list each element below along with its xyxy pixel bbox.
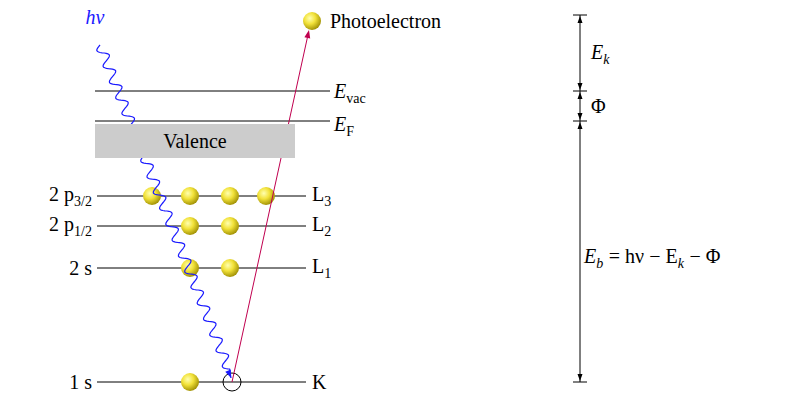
photon-arrowhead (225, 370, 231, 379)
subscript: F (346, 124, 354, 139)
l2-level (97, 226, 306, 227)
fermi-level (95, 121, 330, 122)
orbital-label: 2 p1/2 (49, 213, 92, 239)
label-text: Φ (591, 95, 606, 117)
shell-label: L1 (312, 255, 331, 281)
label-text: L (312, 213, 324, 235)
valence-band: Valence (95, 124, 295, 158)
label-text: 2 p (49, 183, 74, 205)
vacuum-level (95, 91, 330, 92)
subscript: 3 (324, 194, 331, 209)
orbital-label: 2 s (69, 257, 92, 279)
emission-arrowhead (304, 30, 310, 38)
label-text: = hν − E (609, 245, 678, 267)
label-text: E (591, 41, 603, 63)
subscript: b (596, 256, 603, 271)
label-text: − Φ (689, 245, 720, 267)
label-text: E (334, 80, 346, 102)
photoelectron-label: Photoelectron (330, 10, 441, 32)
work-function-label: Φ (591, 95, 606, 117)
shell-label: L3 (312, 183, 331, 209)
label-text: L (312, 255, 324, 277)
binding-energy-formula: Eb = hν − Ek − Φ (584, 245, 720, 271)
vacuum-level-label: Evac (334, 80, 366, 106)
dimension-arrowheads (578, 16, 583, 381)
subscript: k (603, 52, 609, 67)
label-text: E (334, 113, 346, 135)
subscript: 2 (324, 224, 331, 239)
shell-label: L2 (312, 213, 331, 239)
subscript: k (678, 256, 684, 271)
emission-arrow (232, 37, 308, 382)
electrons (143, 12, 321, 391)
subscript: 1/2 (74, 224, 92, 239)
subscript: 3/2 (74, 194, 92, 209)
label-text: 2 s (69, 257, 92, 279)
photon-label: hν (86, 6, 105, 28)
label-text: 2 p (49, 213, 74, 235)
energy-dimension (573, 15, 587, 382)
label-text: hν (86, 6, 105, 28)
subscript: vac (346, 91, 365, 106)
fermi-level-label: EF (334, 113, 354, 139)
label-text: K (312, 371, 326, 393)
label-text: E (584, 245, 596, 267)
kinetic-energy-label: Ek (591, 41, 609, 67)
shell-label: K (312, 371, 326, 393)
subscript: 1 (324, 266, 331, 281)
label-text: Photoelectron (330, 10, 441, 32)
label-text: 1 s (69, 371, 92, 393)
band-label: Valence (163, 130, 226, 153)
orbital-label: 1 s (69, 371, 92, 393)
l1-level (97, 268, 306, 269)
k-level (97, 382, 306, 383)
orbital-label: 2 p3/2 (49, 183, 92, 209)
photon-wave (97, 45, 231, 378)
label-text: L (312, 183, 324, 205)
